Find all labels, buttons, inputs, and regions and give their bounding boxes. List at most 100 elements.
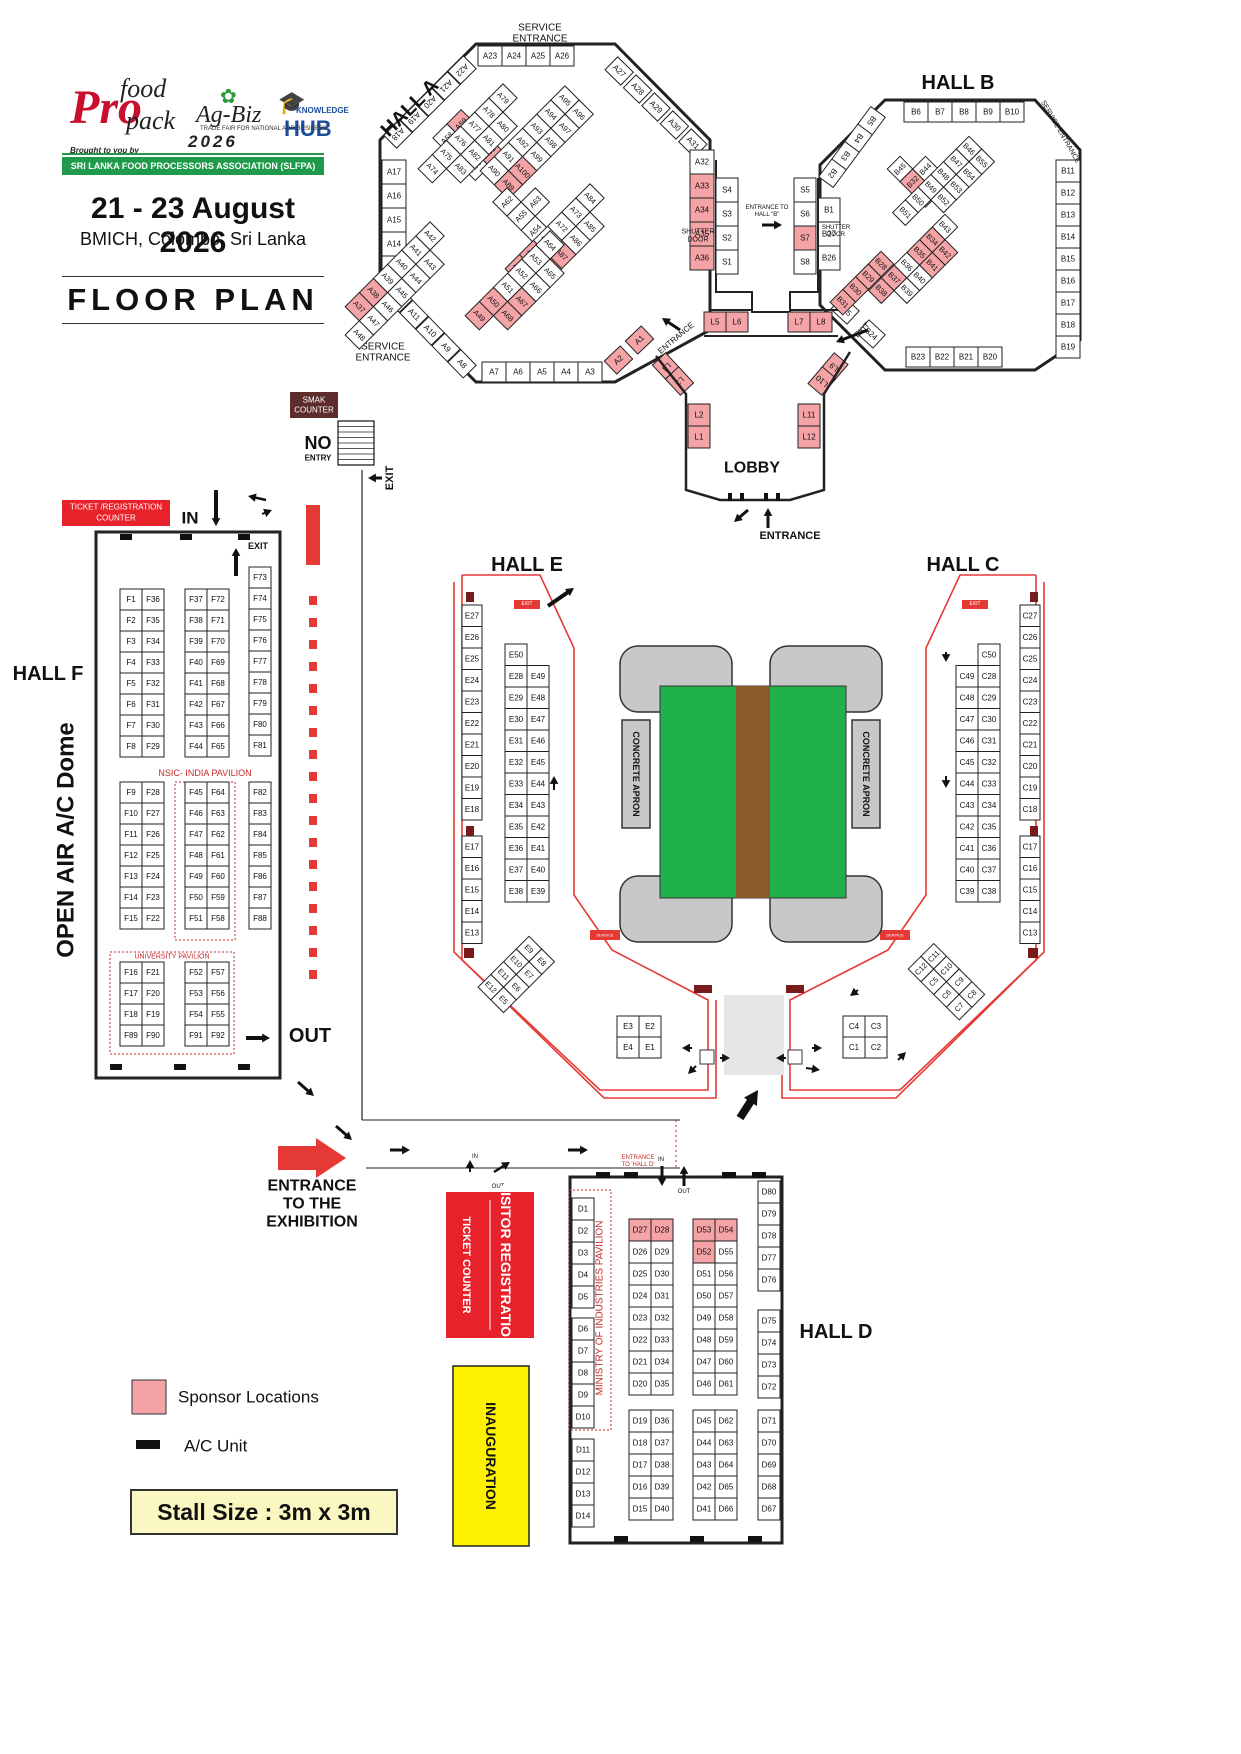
booth-f17[interactable]: F17 [119, 982, 143, 1005]
booth-a83[interactable]: A83 [445, 153, 476, 184]
booth-e20[interactable]: E20 [461, 755, 483, 778]
booth-f91[interactable]: F91 [184, 1024, 208, 1047]
booth-e1[interactable]: E1 [638, 1036, 662, 1059]
booth-d9[interactable]: D9 [571, 1383, 595, 1407]
booth-f66[interactable]: F66 [206, 714, 230, 737]
booth-e25[interactable]: E25 [461, 647, 483, 670]
booth-b52[interactable]: B52 [930, 186, 957, 214]
booth-a24[interactable]: A24 [501, 45, 527, 67]
booth-e31[interactable]: E31 [504, 729, 528, 752]
booth-f36[interactable]: F36 [141, 588, 165, 611]
booth-d61[interactable]: D61 [714, 1372, 738, 1396]
booth-c21[interactable]: C21 [1019, 733, 1041, 756]
booth-b14[interactable]: B14 [1055, 225, 1081, 249]
booth-f81[interactable]: F81 [248, 734, 272, 757]
booth-f6[interactable]: F6 [119, 693, 143, 716]
booth-a28[interactable]: A28 [622, 74, 653, 104]
booth-f84[interactable]: F84 [248, 823, 272, 846]
booth-c22[interactable]: C22 [1019, 712, 1041, 735]
booth-f22[interactable]: F22 [141, 907, 165, 930]
booth-b3[interactable]: B3 [831, 140, 860, 171]
booth-a15[interactable]: A15 [381, 207, 407, 233]
booth-l5[interactable]: L5 [703, 311, 727, 333]
booth-d29[interactable]: D29 [650, 1240, 674, 1264]
booth-e23[interactable]: E23 [461, 690, 483, 713]
booth-d74[interactable]: D74 [757, 1331, 781, 1355]
booth-a63[interactable]: A63 [520, 187, 551, 217]
booth-c47[interactable]: C47 [955, 708, 979, 731]
booth-c8[interactable]: C8 [958, 981, 986, 1008]
booth-c25[interactable]: C25 [1019, 647, 1041, 670]
booth-b17[interactable]: B17 [1055, 291, 1081, 315]
booth-c32[interactable]: C32 [977, 751, 1001, 774]
booth-a8[interactable]: A8 [447, 348, 477, 379]
booth-s7[interactable]: S7 [793, 225, 817, 251]
booth-f65[interactable]: F65 [206, 735, 230, 758]
booth-f37[interactable]: F37 [184, 588, 208, 611]
booth-f56[interactable]: F56 [206, 982, 230, 1005]
booth-e15[interactable]: E15 [461, 878, 483, 901]
booth-f89[interactable]: F89 [119, 1024, 143, 1047]
booth-d54[interactable]: D54 [714, 1218, 738, 1242]
booth-d70[interactable]: D70 [757, 1431, 781, 1455]
booth-d78[interactable]: D78 [757, 1224, 781, 1248]
booth-l3[interactable]: L3 [664, 366, 695, 396]
booth-f50[interactable]: F50 [184, 886, 208, 909]
booth-e37[interactable]: E37 [504, 858, 528, 881]
booth-b9[interactable]: B9 [975, 101, 1001, 123]
booth-a35[interactable]: A35 [689, 221, 715, 247]
booth-f24[interactable]: F24 [141, 865, 165, 888]
booth-f86[interactable]: F86 [248, 865, 272, 888]
booth-d75[interactable]: D75 [757, 1309, 781, 1333]
booth-a68[interactable]: A68 [492, 300, 523, 331]
booth-d40[interactable]: D40 [650, 1497, 674, 1521]
booth-d8[interactable]: D8 [571, 1361, 595, 1385]
booth-a30[interactable]: A30 [659, 110, 690, 140]
booth-d11[interactable]: D11 [571, 1438, 595, 1462]
booth-s8[interactable]: S8 [793, 249, 817, 275]
booth-d67[interactable]: D67 [757, 1497, 781, 1521]
booth-d16[interactable]: D16 [628, 1475, 652, 1499]
booth-f61[interactable]: F61 [206, 844, 230, 867]
booth-f58[interactable]: F58 [206, 907, 230, 930]
booth-e16[interactable]: E16 [461, 857, 483, 880]
booth-c41[interactable]: C41 [955, 837, 979, 860]
booth-c48[interactable]: C48 [955, 686, 979, 709]
booth-f38[interactable]: F38 [184, 609, 208, 632]
booth-l8[interactable]: L8 [809, 311, 833, 333]
booth-f27[interactable]: F27 [141, 802, 165, 825]
booth-d60[interactable]: D60 [714, 1350, 738, 1374]
booth-b1[interactable]: B1 [817, 197, 841, 223]
booth-d28[interactable]: D28 [650, 1218, 674, 1242]
booth-b15[interactable]: B15 [1055, 247, 1081, 271]
booth-e29[interactable]: E29 [504, 686, 528, 709]
booth-c30[interactable]: C30 [977, 708, 1001, 731]
booth-e17[interactable]: E17 [461, 835, 483, 858]
booth-b22[interactable]: B22 [929, 346, 955, 368]
booth-a27[interactable]: A27 [604, 56, 635, 86]
booth-d76[interactable]: D76 [757, 1268, 781, 1292]
booth-d33[interactable]: D33 [650, 1328, 674, 1352]
booth-f67[interactable]: F67 [206, 693, 230, 716]
booth-f44[interactable]: F44 [184, 735, 208, 758]
booth-c38[interactable]: C38 [977, 880, 1001, 903]
booth-f77[interactable]: F77 [248, 650, 272, 673]
booth-d51[interactable]: D51 [692, 1262, 716, 1286]
booth-a18[interactable]: A18 [383, 119, 413, 149]
booth-f1[interactable]: F1 [119, 588, 143, 611]
booth-e42[interactable]: E42 [526, 815, 550, 838]
booth-c15[interactable]: C15 [1019, 878, 1041, 901]
booth-f8[interactable]: F8 [119, 735, 143, 758]
booth-c17[interactable]: C17 [1019, 835, 1041, 858]
booth-f23[interactable]: F23 [141, 886, 165, 909]
booth-e38[interactable]: E38 [504, 880, 528, 903]
booth-c42[interactable]: C42 [955, 815, 979, 838]
booth-c28[interactable]: C28 [977, 665, 1001, 688]
booth-a4[interactable]: A4 [553, 361, 579, 383]
booth-b26[interactable]: B26 [817, 245, 841, 271]
booth-l12[interactable]: L12 [797, 425, 821, 449]
booth-b16[interactable]: B16 [1055, 269, 1081, 293]
booth-b6[interactable]: B6 [903, 101, 929, 123]
booth-f76[interactable]: F76 [248, 629, 272, 652]
booth-d68[interactable]: D68 [757, 1475, 781, 1499]
